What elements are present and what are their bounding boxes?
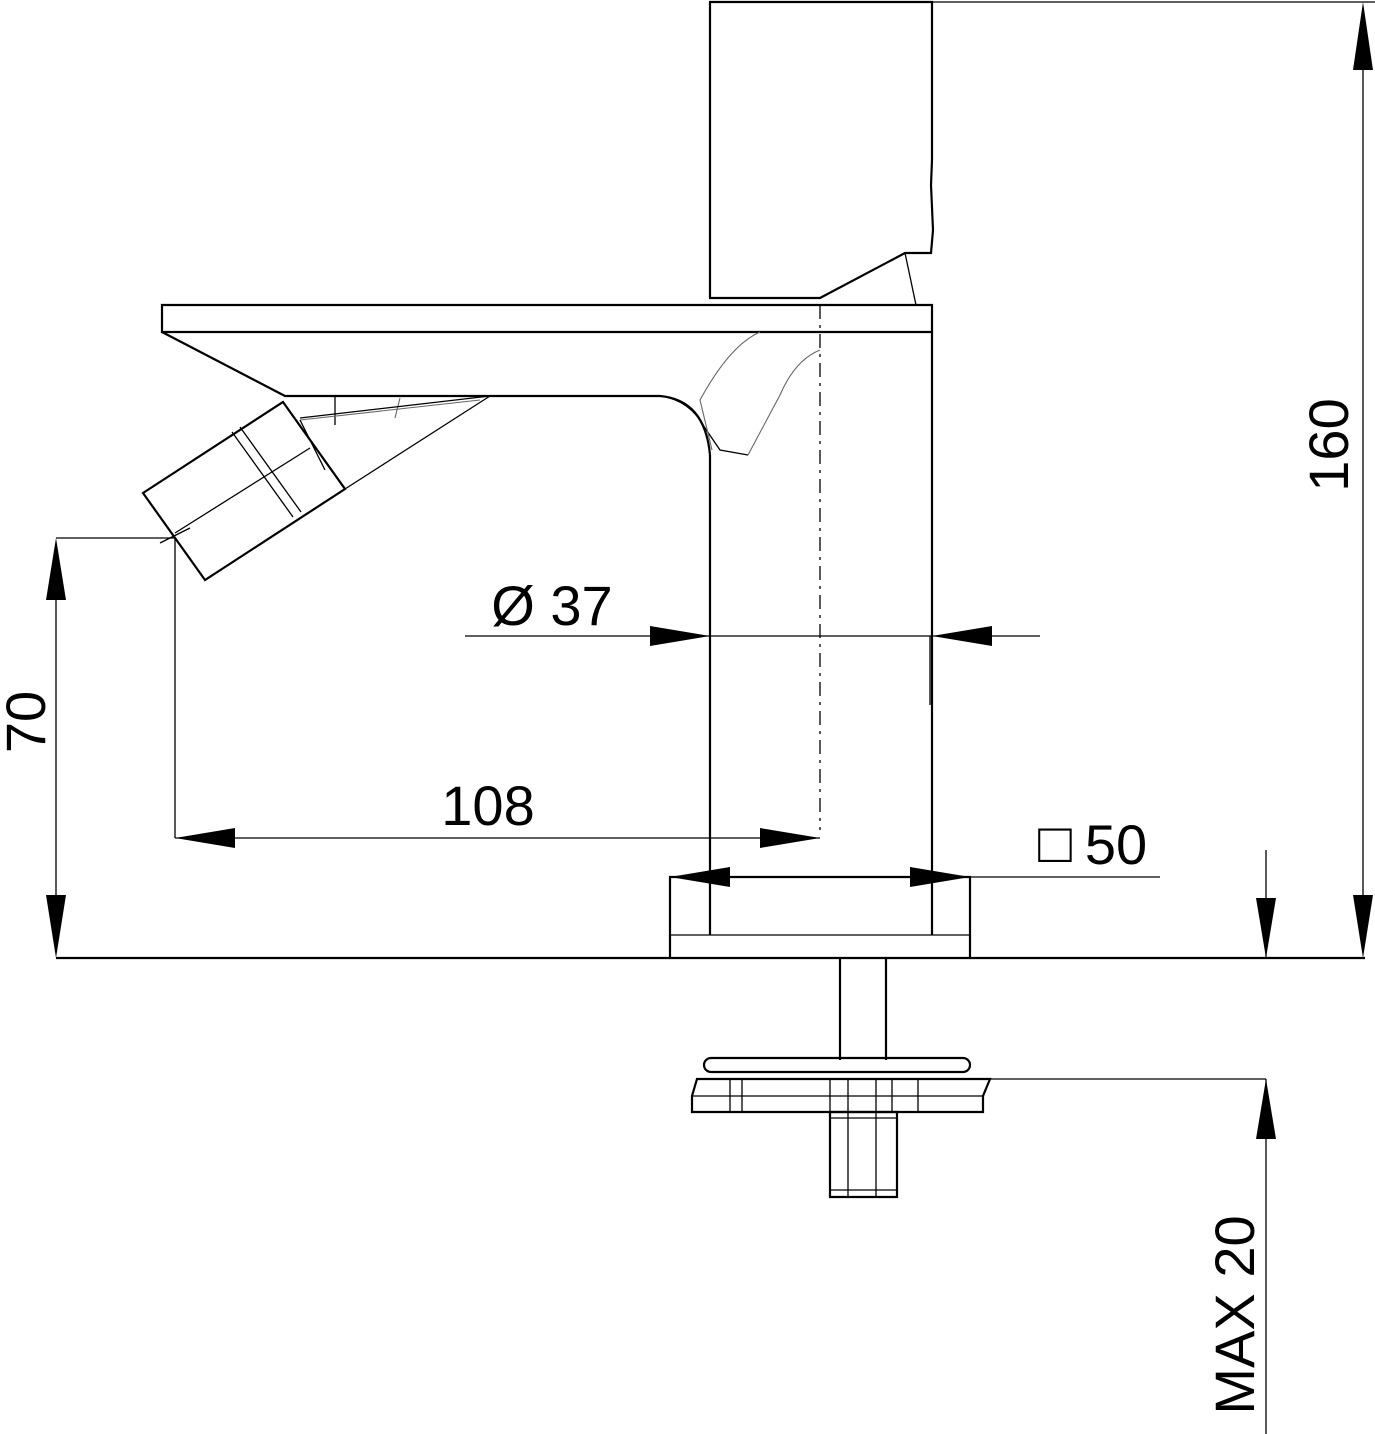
dim-spout-reach-label: 108 (441, 774, 534, 837)
dim-spout-height (46, 537, 175, 958)
dim-base-square (670, 867, 1160, 887)
dim-body-diameter-label: Ø 37 (491, 574, 612, 637)
dim-base-square-label: 50 (1085, 813, 1147, 876)
dim-max-deck (990, 850, 1276, 1434)
faucet-body (56, 0, 1365, 1199)
spout (161, 331, 712, 456)
dim-base-square-symbol: □ (1038, 811, 1072, 874)
dim-height-total-label: 160 (1297, 398, 1360, 491)
dim-max-deck-label: MAX 20 (1203, 1215, 1266, 1414)
dim-height-total (932, 1, 1375, 958)
base-block (668, 875, 972, 960)
spray-nozzle (141, 395, 491, 582)
dim-spout-height-label: 70 (0, 691, 57, 753)
body-top-plate (160, 303, 934, 334)
dim-body-diameter (465, 626, 1040, 705)
lever-handle (708, 0, 935, 300)
mounting-kit (690, 958, 992, 1199)
dim-spout-reach (174, 538, 820, 848)
